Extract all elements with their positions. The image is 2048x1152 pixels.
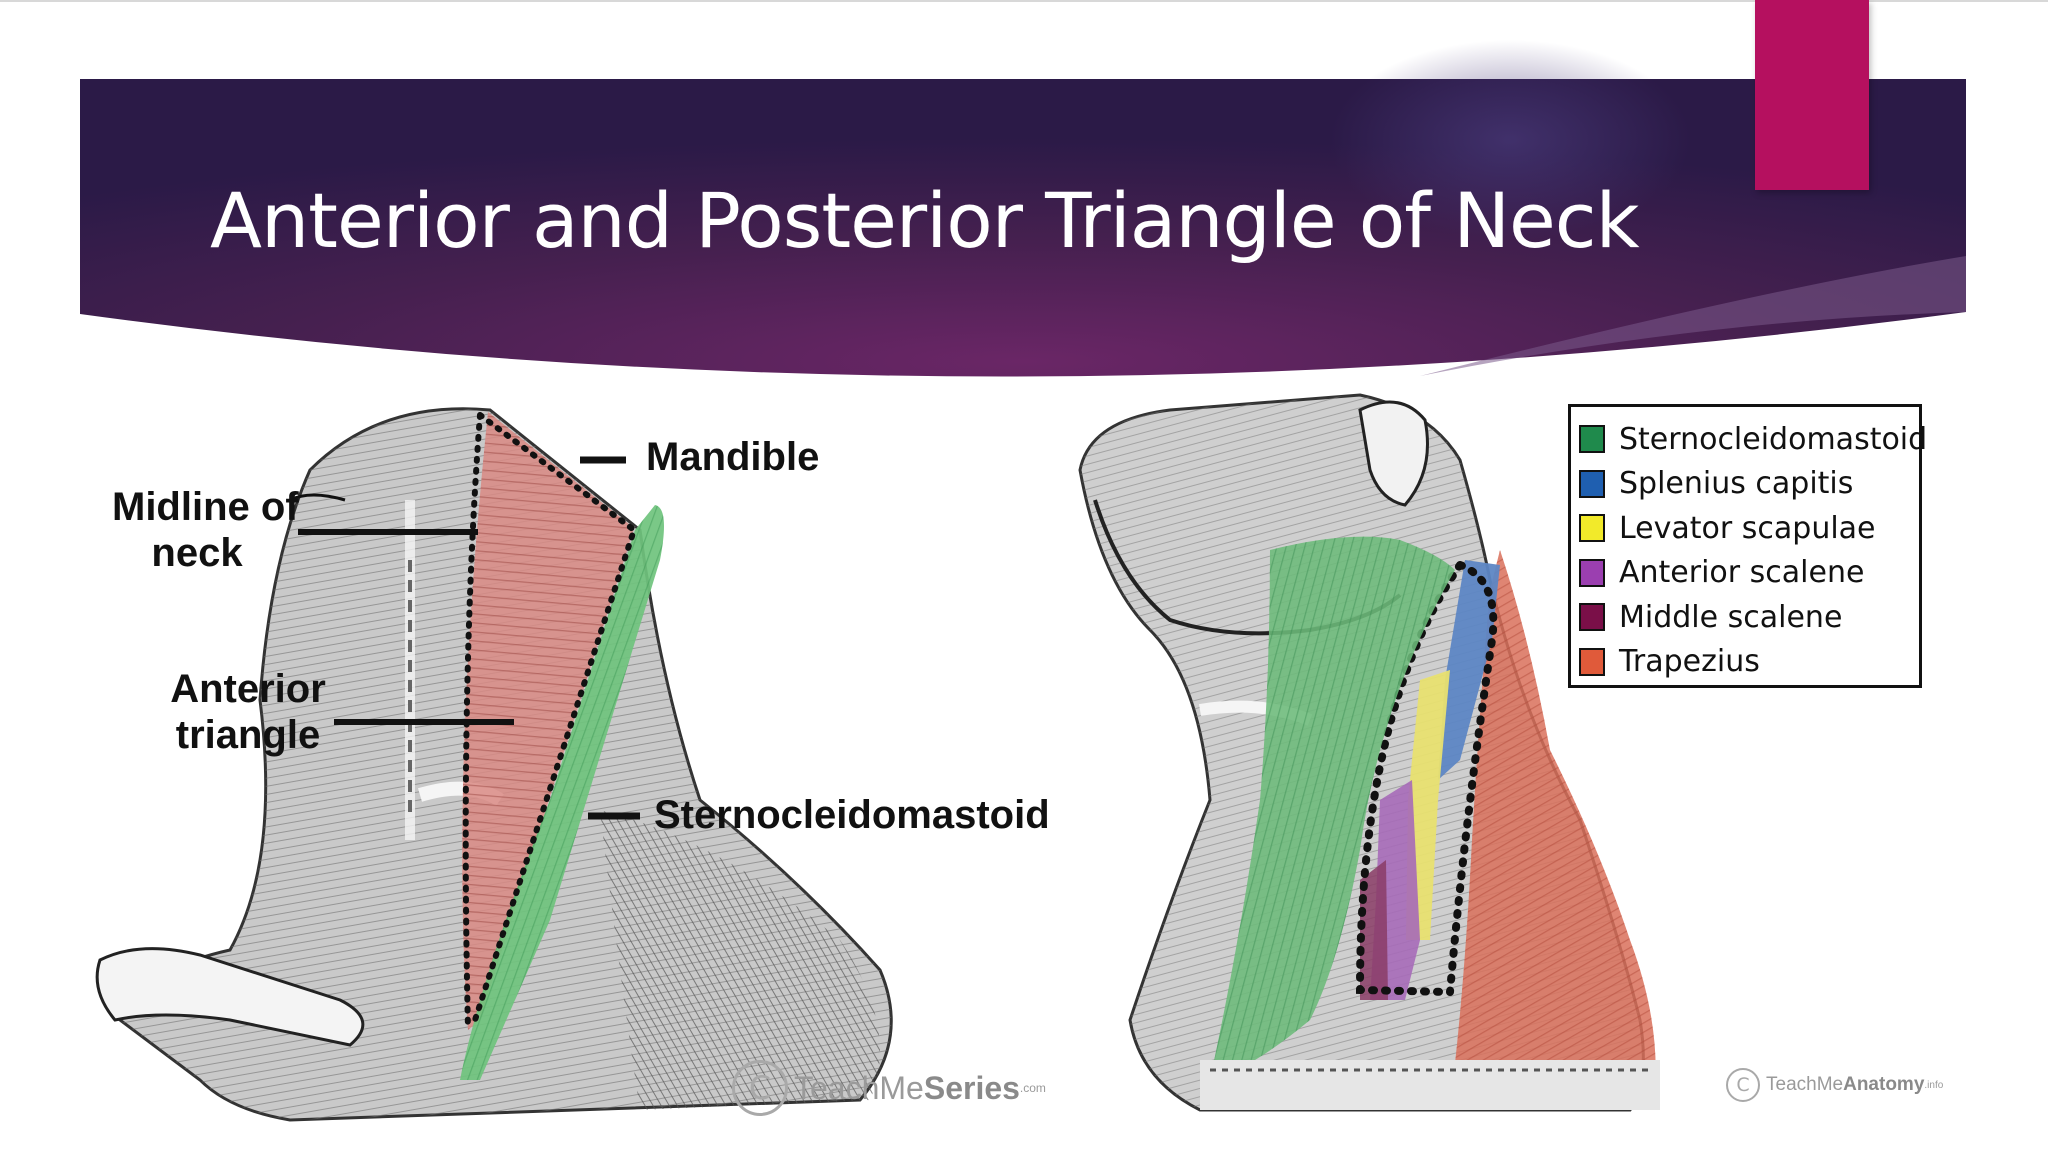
- shoulder-muscle: [600, 810, 880, 1110]
- label-anterior-line1: Anterior: [170, 667, 326, 711]
- legend-item: Levator scapulae: [1579, 506, 1911, 551]
- legend-label: Sternocleidomastoid: [1619, 421, 1928, 457]
- label-mandible: Mandible: [646, 435, 820, 479]
- legend-swatch-levator-scapulae: [1579, 514, 1605, 543]
- legend-label: Anterior scalene: [1619, 555, 1865, 591]
- anterior-neck-illustration: [95, 380, 893, 1122]
- legend-item: Anterior scalene: [1579, 551, 1911, 596]
- legend-swatch-anterior-scalene: [1579, 558, 1605, 587]
- legend-label: Levator scapulae: [1619, 510, 1876, 546]
- accent-tab: [1755, 0, 1869, 190]
- copyright-icon: C: [732, 1060, 788, 1116]
- watermark-brand-regular: TeachMe: [1766, 1074, 1844, 1095]
- legend-swatch-middle-scalene: [1579, 603, 1605, 632]
- watermark-suffix: .info: [1924, 1079, 1944, 1091]
- legend-swatch-sternocleidomastoid: [1579, 425, 1605, 454]
- watermark-suffix: .com: [1019, 1081, 1046, 1095]
- splenius-capitis-region: [1438, 560, 1500, 780]
- label-anterior-line2: triangle: [175, 713, 321, 757]
- legend-item: Middle scalene: [1579, 595, 1911, 640]
- clavicle: [95, 947, 365, 1047]
- legend-swatch-splenius-capitis: [1579, 469, 1605, 498]
- legend-item: Trapezius: [1579, 640, 1911, 685]
- ear: [1358, 400, 1429, 507]
- slide-title: Anterior and Posterior Triangle of Neck: [210, 176, 1640, 265]
- legend-item: Sternocleidomastoid: [1579, 417, 1927, 462]
- title-banner: [80, 40, 1966, 377]
- anterior-triangle-outline: [462, 412, 638, 1033]
- watermark-brand-bold: Series: [923, 1069, 1020, 1106]
- legend-label: Splenius capitis: [1619, 466, 1854, 502]
- middle-scalene-region: [1360, 860, 1388, 1000]
- levator-scapulae-region: [1406, 670, 1450, 940]
- label-midline-line1: Midline of: [112, 485, 299, 529]
- copyright-icon: C: [1726, 1068, 1760, 1102]
- label-anterior-triangle: Anterior triangle: [168, 666, 328, 758]
- watermark-brand-bold: Anatomy: [1843, 1074, 1925, 1095]
- lateral-neck-illustration: [1078, 393, 1660, 1112]
- watermark-brand-regular: TeachMe: [794, 1069, 924, 1106]
- label-midline-line2: neck: [151, 531, 243, 575]
- legend-item: Splenius capitis: [1579, 462, 1911, 507]
- label-midline-of-neck: Midline of neck: [112, 484, 299, 576]
- legend-label: Middle scalene: [1619, 599, 1843, 635]
- legend-swatch-trapezius: [1579, 647, 1605, 676]
- muscle-legend: Sternocleidomastoid Splenius capitis Lev…: [1568, 404, 1927, 688]
- legend-label: Trapezius: [1619, 644, 1760, 680]
- slide-top-border: [0, 0, 2048, 2]
- label-sternocleidomastoid: Sternocleidomastoid: [654, 793, 1050, 837]
